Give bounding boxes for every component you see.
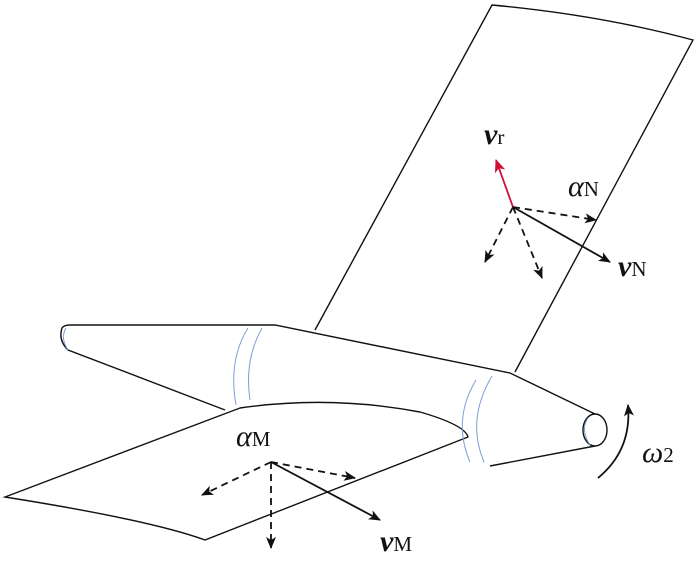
alpha-n-dashed-arrow — [512, 206, 597, 224]
rotation-arrow — [597, 404, 634, 479]
hub-rings — [62, 327, 591, 463]
label-v-r: vr — [484, 118, 505, 151]
label-v-m: vM — [380, 525, 413, 558]
alpha-m-dashed-arrow — [270, 461, 356, 481]
v-n-arrow — [512, 206, 611, 263]
label-v-n: vN — [618, 250, 647, 283]
v-r-arrow — [494, 158, 514, 208]
m-dashed-arrow-left — [201, 461, 272, 496]
hub-nose — [582, 413, 608, 447]
lower-blade — [2, 401, 469, 541]
v-m-arrow — [270, 461, 381, 521]
label-alpha-m: αM — [236, 420, 271, 453]
label-omega-2: ω2 — [642, 436, 674, 469]
label-alpha-n: αN — [568, 170, 599, 203]
n-dashed-arrow-left — [484, 206, 514, 263]
upper-blade — [314, 4, 695, 373]
hub-body — [60, 324, 596, 467]
n-dashed-arrow-down — [512, 206, 543, 279]
